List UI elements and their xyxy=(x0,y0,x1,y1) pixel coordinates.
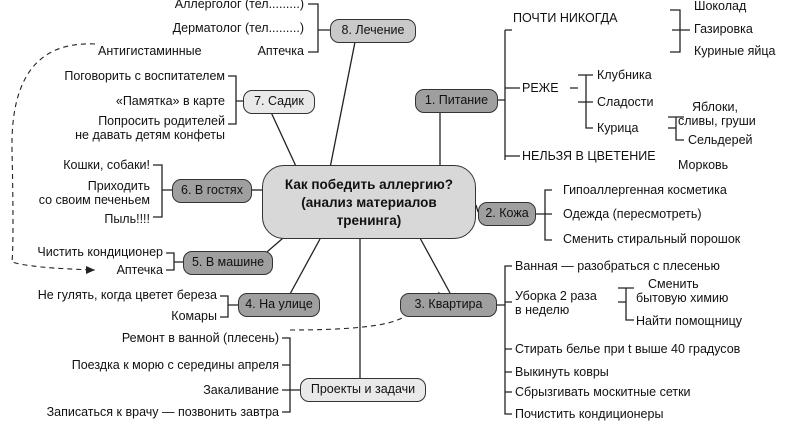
item-kuritsa: Курица xyxy=(597,121,639,135)
bracket-pitanie xyxy=(498,29,520,160)
node-kozha[interactable]: 2. Кожа xyxy=(478,202,536,226)
dashed-link-aptechka xyxy=(11,43,96,271)
item-uborka: Уборка 2 раза xyxy=(515,289,597,303)
item-komary: Комары xyxy=(171,309,217,323)
item-stirat: Стирать белье при t выше 40 градусов xyxy=(515,342,741,356)
central-topic-line2: (анализ материалов xyxy=(301,195,437,210)
item-odezhda: Одежда (пересмотреть) xyxy=(563,207,702,221)
bracket-mashina xyxy=(166,252,183,271)
node-na-ulitse[interactable]: 4. На улице xyxy=(238,293,320,317)
spoke-ulitsa xyxy=(289,238,321,295)
group-nelzya: НЕЛЬЗЯ В ЦВЕТЕНИЕ xyxy=(522,149,656,163)
item-koshki: Кошки, собаки! xyxy=(63,158,150,172)
item-setki: Сбрызгивать москитные сетки xyxy=(515,385,691,399)
item-kondicioner-mashina: Чистить кондиционер xyxy=(37,245,163,259)
item-antigistaminnye: Антигистаминные xyxy=(98,44,202,58)
node-sadik[interactable]: 7. Садик xyxy=(243,90,315,114)
item-selderey: Сельдерей xyxy=(688,133,753,147)
spoke-kozha xyxy=(475,204,479,213)
item-morkov: Морковь xyxy=(678,158,729,172)
central-topic-line3: тренинга) xyxy=(336,213,402,228)
item-poezdka: Поездка к морю с середины апреля xyxy=(71,358,279,372)
item-sladosti: Сладости xyxy=(597,95,654,109)
bracket-proekty xyxy=(282,337,300,413)
item-bereza: Не гулять, когда цветет береза xyxy=(37,288,217,302)
item-aptechka-lechenie: Аптечка xyxy=(257,44,304,58)
bracket-ulitsa xyxy=(220,295,238,318)
item-gazirovka: Газировка xyxy=(694,22,753,36)
node-kvartira[interactable]: 3. Квартира xyxy=(400,293,497,317)
bracket-lechenie xyxy=(308,3,330,53)
node-v-gostyakh[interactable]: 6. В гостях xyxy=(172,179,252,203)
item-poprosit: Попросить родителей xyxy=(98,114,225,128)
item-pamyatka: «Памятка» в карте xyxy=(115,94,225,108)
item-slivy-grushi: сливы, груши xyxy=(678,114,756,128)
spoke-kvartira xyxy=(419,237,451,294)
group-rezhe: РЕЖЕ xyxy=(522,81,559,95)
item-vospitatel: Поговорить с воспитателем xyxy=(64,69,225,83)
central-topic[interactable]: Как победить аллергию? (анализ материало… xyxy=(262,165,476,239)
item-konfety: не давать детям конфеты xyxy=(75,128,225,142)
item-pechenye: со своим печеньем xyxy=(38,193,150,207)
arrow-aptechka xyxy=(86,266,95,274)
spoke-sadik xyxy=(269,109,301,176)
item-v-nedelyu: в неделю xyxy=(515,303,570,317)
item-kovry: Выкинуть ковры xyxy=(515,365,609,379)
node-pitanie[interactable]: 1. Питание xyxy=(415,89,498,113)
item-remont: Ремонт в ванной (плесень) xyxy=(121,331,279,345)
spoke-lechenie xyxy=(329,41,356,169)
bracket-rezhe xyxy=(570,74,593,129)
item-vannaya: Ванная — разобраться с плесенью xyxy=(515,259,720,273)
dashed-link-remont xyxy=(289,295,449,331)
bracket-kozha xyxy=(536,189,552,241)
item-prikhodit: Приходить xyxy=(87,179,150,193)
item-bytovaya-khimiya: бытовую химию xyxy=(636,291,729,305)
item-kosmetika: Гипоаллергенная косметика xyxy=(563,183,727,197)
item-vrach: Записаться к врачу — позвонить завтра xyxy=(46,405,279,419)
item-aptechka-mashina: Аптечка xyxy=(116,263,163,277)
item-pyl: Пыль!!!! xyxy=(104,212,150,226)
bracket-pochti xyxy=(670,9,690,53)
bracket-kvartira xyxy=(497,265,512,415)
node-v-mashine[interactable]: 5. В машине xyxy=(183,251,273,275)
node-proekty[interactable]: Проекты и задачи xyxy=(300,378,426,402)
item-yaytsa: Куриные яйца xyxy=(694,44,776,58)
item-shokolad: Шоколад xyxy=(694,0,747,13)
item-pomoshchnitsa: Найти помощницу xyxy=(636,314,742,328)
bracket-sadik xyxy=(228,75,243,125)
item-dermatolog: Дерматолог (тел.........) xyxy=(172,21,304,35)
central-topic-line1: Как победить аллергию? xyxy=(284,177,454,192)
item-zakalivanie: Закаливание xyxy=(203,383,279,397)
item-allergolog: Аллерголог (тел.........) xyxy=(174,0,304,11)
item-yabloki: Яблоки, xyxy=(692,100,738,114)
item-klubnika: Клубника xyxy=(597,68,652,82)
bracket-uborka xyxy=(618,287,634,321)
bracket-gosti xyxy=(153,164,172,218)
group-pochti-nikogda: ПОЧТИ НИКОГДА xyxy=(513,11,618,25)
item-poroshok: Сменить стиральный порошок xyxy=(563,232,741,246)
item-kondicionery: Почистить кондиционеры xyxy=(515,407,664,421)
item-smenit: Сменить xyxy=(648,277,699,291)
bracket-nelzya xyxy=(668,116,684,141)
node-lechenie[interactable]: 8. Лечение xyxy=(330,19,416,43)
